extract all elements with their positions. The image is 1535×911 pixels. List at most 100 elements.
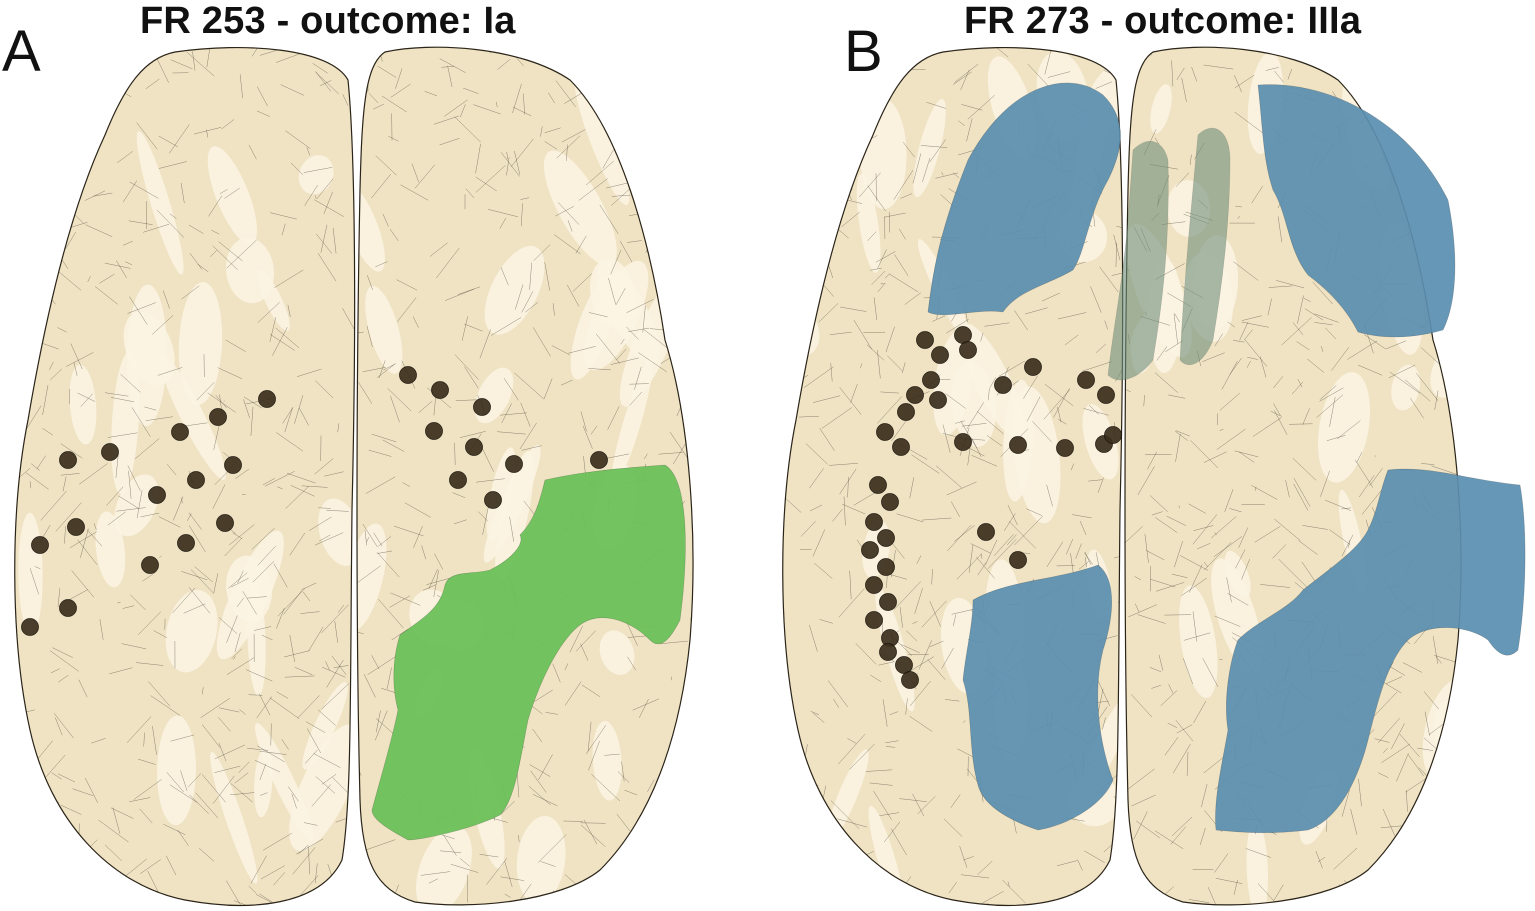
sulcus-highlight: [15, 785, 45, 848]
panel-a-title: FR 253 - outcome: Ia: [140, 0, 516, 42]
electrode-contact: [399, 366, 417, 384]
electrode-contact: [865, 576, 883, 594]
sulcus-highlight: [210, 751, 258, 884]
electrode-contact: [1009, 436, 1027, 454]
sulcus-highlight: [856, 173, 881, 273]
sulcus-highlight: [298, 155, 334, 195]
sulcus-highlight: [574, 74, 630, 206]
sulcus-highlight: [126, 284, 167, 427]
panel-a-brain-render: [14, 46, 694, 906]
electrode-contact: [449, 471, 467, 489]
panel-b-title: FR 273 - outcome: IIIa: [964, 0, 1362, 42]
electrode-contact: [1097, 386, 1115, 404]
electrode-contact: [865, 611, 883, 629]
electrode-contact: [877, 558, 895, 576]
sulcus-highlight: [207, 146, 257, 245]
electrode-contact: [1077, 371, 1095, 389]
electrode-contact: [465, 438, 483, 456]
electrode-contact: [187, 471, 205, 489]
resection-region-blue-post-right: [1215, 468, 1526, 834]
panel-b-brain-render: [782, 46, 1526, 906]
electrode-contact: [901, 671, 919, 689]
left-hemisphere: [14, 46, 356, 906]
electrode-contact: [892, 438, 910, 456]
sulcus-highlight: [357, 523, 387, 632]
sulcus-highlight: [302, 682, 348, 770]
electrode-contact: [879, 643, 897, 661]
electrode-contact: [59, 451, 77, 469]
electrode-contact: [879, 593, 897, 611]
sulcus-highlight: [136, 131, 184, 275]
sulcus-highlight: [216, 530, 284, 660]
electrode-contact: [954, 433, 972, 451]
electrode-contact: [929, 391, 947, 409]
electrode-contact: [1024, 358, 1042, 376]
panel-b-letter: B: [844, 19, 883, 84]
electrode-contact: [977, 523, 995, 541]
electrode-contact: [171, 423, 189, 441]
electrode-contact: [861, 541, 879, 559]
sulcus-highlight: [826, 749, 869, 843]
sulcus-highlight: [365, 285, 403, 374]
sulcus-highlight: [114, 474, 159, 537]
hemisphere-outline: [782, 46, 1124, 906]
electrode-contact: [141, 556, 159, 574]
panel-a-letter: A: [2, 19, 41, 84]
sulcus-highlight: [543, 150, 617, 266]
electrode-contact: [590, 451, 608, 469]
electrode-contact: [177, 534, 195, 552]
electrode-contact: [258, 390, 276, 408]
sulcus-highlight: [95, 511, 126, 588]
electrode-contact: [922, 371, 940, 389]
resection-region-midline-left: [1107, 141, 1169, 381]
electrode-contact: [484, 491, 502, 509]
sulcus-highlight: [599, 630, 635, 675]
electrode-group: [21, 366, 608, 636]
electrode-contact: [1104, 426, 1122, 444]
electrode-contact: [209, 408, 227, 426]
panel-a: A FR 253 - outcome: Ia: [0, 0, 767, 911]
sulcus-highlight: [1150, 84, 1172, 134]
electrode-contact: [865, 513, 883, 531]
electrode-contact: [959, 341, 977, 359]
sulcus-highlight: [913, 99, 946, 198]
electrode-group: [861, 326, 1122, 689]
sulcus-highlight: [1391, 364, 1421, 411]
electrode-contact: [425, 422, 443, 440]
sulcus-highlight: [159, 354, 226, 480]
electrode-contact: [906, 386, 924, 404]
electrode-contact: [931, 346, 949, 364]
sulcus-highlight: [157, 715, 196, 826]
electrode-contact: [881, 493, 899, 511]
electrode-contact: [994, 376, 1012, 394]
electrode-contact: [473, 398, 491, 416]
electrode-contact: [31, 536, 49, 554]
sulcus-highlight: [289, 724, 355, 851]
electrode-contact: [216, 514, 234, 532]
electrode-contact: [954, 326, 972, 344]
panel-b: B FR 273 - outcome: IIIa: [768, 0, 1535, 911]
electrode-contact: [431, 381, 449, 399]
sulcus-highlight: [225, 237, 275, 304]
sulcus-highlight: [178, 281, 223, 405]
sulcus-highlight: [570, 275, 617, 380]
electrode-contact: [897, 403, 915, 421]
electrode-contact: [916, 331, 934, 349]
sulcus-highlight: [165, 590, 218, 673]
electrode-contact: [67, 518, 85, 536]
hemisphere-outline: [356, 46, 694, 906]
electrode-contact: [505, 455, 523, 473]
electrode-contact: [876, 423, 894, 441]
sulcus-highlight: [1246, 819, 1268, 905]
resection-region-blue-post-left: [962, 564, 1114, 831]
hemisphere-outline: [14, 46, 356, 906]
sulcus-highlight: [1179, 585, 1218, 699]
sulcus-highlight: [484, 245, 545, 335]
resection-region-green: [371, 464, 686, 841]
electrode-contact: [877, 529, 895, 547]
sulcus-highlight: [1317, 372, 1371, 483]
electrode-contact: [21, 618, 39, 636]
electrode-contact: [101, 443, 119, 461]
electrode-contact: [59, 599, 77, 617]
electrode-contact: [1056, 439, 1074, 457]
